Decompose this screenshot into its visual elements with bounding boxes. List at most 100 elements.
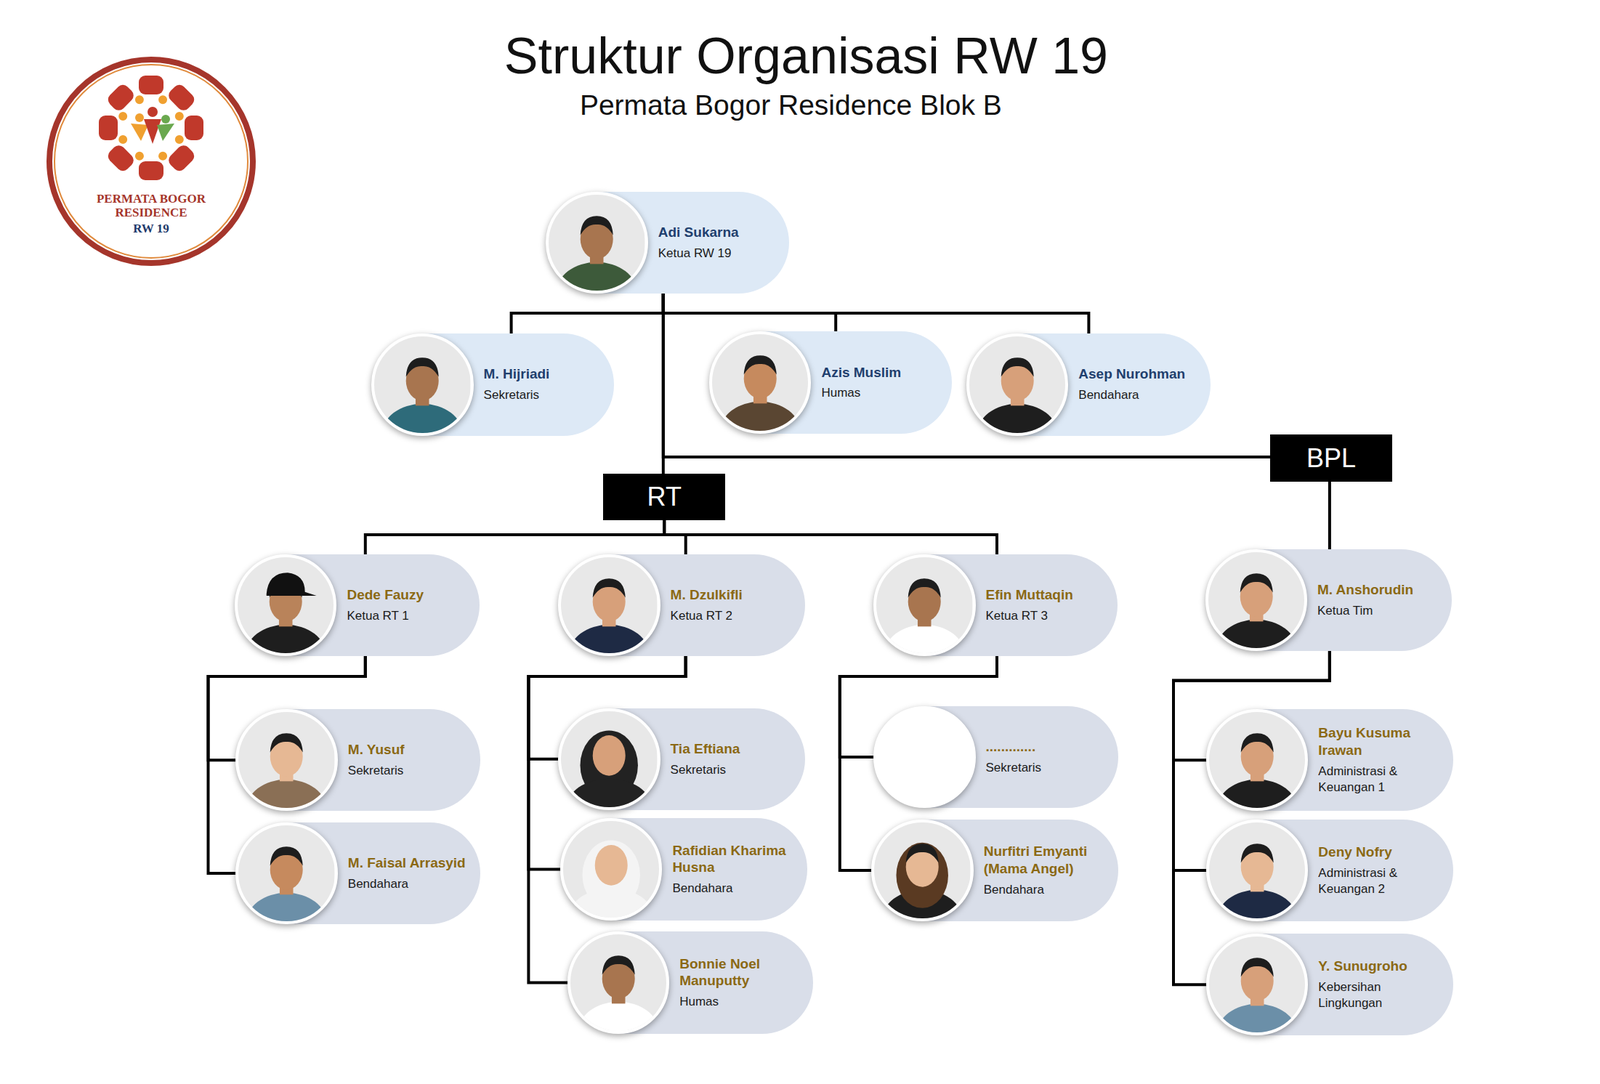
person-card: Asep NurohmanBendahara <box>966 333 1211 436</box>
person-role: Bendahara <box>672 880 793 897</box>
photo-avatar <box>234 554 337 657</box>
connector-line <box>663 293 1271 458</box>
person-role: Sekretaris <box>670 762 791 779</box>
person-card: Efin MuttaqinKetua RT 3 <box>873 554 1118 657</box>
photo-avatar <box>966 333 1069 436</box>
person-name: Tia Eftiana <box>670 740 791 758</box>
card-text: Efin MuttaqinKetua RT 3 <box>986 554 1103 657</box>
person-name: Bonnie Noel Manuputty <box>679 955 799 991</box>
person-card: Bonnie Noel ManuputtyHumas <box>567 931 814 1034</box>
person-card: M. HijriadiSekretaris <box>371 333 614 436</box>
person-role: Administrasi & Keuangan 1 <box>1318 763 1438 796</box>
photo-avatar <box>871 819 973 922</box>
connector-line <box>511 293 664 334</box>
person-name: Deny Nofry <box>1318 843 1438 862</box>
card-text: Y. SunugrohoKebersihan Lingkungan <box>1318 933 1438 1036</box>
photo-avatar <box>235 822 338 925</box>
person-card: Tia EftianaSekretaris <box>558 708 806 811</box>
group-label: BPL <box>1306 445 1356 472</box>
person-name: M. Anshorudin <box>1317 581 1438 599</box>
person-role: Ketua RT 3 <box>986 608 1103 625</box>
person-card: M. YusufSekretaris <box>235 709 481 811</box>
card-text: M. AnshorudinKetua Tim <box>1317 549 1438 652</box>
logo-text: PERMATA BOGOR RESIDENCE <box>87 191 216 220</box>
card-text: Dede FauzyKetua RT 1 <box>346 554 466 657</box>
photo-avatar <box>558 708 660 811</box>
photo-avatar <box>560 818 662 920</box>
connector-line <box>664 520 997 554</box>
person-name: Azis Muslim <box>821 364 938 382</box>
person-role: Humas <box>821 385 938 402</box>
card-text: Bayu Kusuma IrawanAdministrasi & Keuanga… <box>1318 709 1438 811</box>
card-text: Deny NofryAdministrasi & Keuangan 2 <box>1318 819 1438 922</box>
card-text: ............. Sekretaris <box>986 706 1105 808</box>
photo-avatar <box>1206 819 1308 922</box>
person-role: Bendahara <box>1078 387 1196 404</box>
connector-line <box>365 520 665 554</box>
logo-text: RW 19 <box>101 221 201 236</box>
person-role: Bendahara <box>348 876 467 893</box>
person-name: Rafidian Kharima Husna <box>672 842 793 878</box>
person-name: Bayu Kusuma Irawan <box>1318 724 1438 760</box>
person-card: M. DzulkifliKetua RT 2 <box>558 554 806 657</box>
connector-line <box>663 293 1090 334</box>
person-role: Bendahara <box>983 882 1104 899</box>
person-card: Nurfitri Emyanti (Mama Angel) Bendahara <box>871 819 1119 922</box>
person-name: M. Yusuf <box>348 741 467 759</box>
person-role: Ketua Tim <box>1317 603 1438 620</box>
person-name: ............. <box>986 738 1105 756</box>
person-name: M. Hijriadi <box>483 365 601 383</box>
photo-avatar <box>1206 933 1308 1036</box>
person-role: Sekretaris <box>483 387 601 404</box>
group-box: RT <box>603 473 726 521</box>
person-name: Y. Sunugroho <box>1318 957 1438 976</box>
person-name: Adi Sukarna <box>658 223 775 242</box>
person-name: Dede Fauzy <box>346 586 466 604</box>
photo-avatar <box>567 931 670 1034</box>
photo-avatar <box>235 709 338 811</box>
person-card: Deny NofryAdministrasi & Keuangan 2 <box>1206 819 1454 922</box>
person-role: Ketua RT 2 <box>670 608 791 625</box>
group-box: BPL <box>1270 434 1392 482</box>
photo-avatar <box>371 333 474 436</box>
person-name: M. Dzulkifli <box>670 586 791 604</box>
person-card: Dede FauzyKetua RT 1 <box>234 554 480 657</box>
person-card: Rafidian Kharima HusnaBendahara <box>560 818 808 920</box>
connector-line <box>664 520 686 554</box>
person-card: M. AnshorudinKetua Tim <box>1205 549 1453 652</box>
person-card: Bayu Kusuma IrawanAdministrasi & Keuanga… <box>1206 709 1454 811</box>
card-text: Bonnie Noel ManuputtyHumas <box>679 931 799 1034</box>
card-text: Nurfitri Emyanti (Mama Angel) Bendahara <box>983 819 1104 922</box>
card-text: M. YusufSekretaris <box>348 709 467 811</box>
person-name: Nurfitri Emyanti (Mama Angel) <box>983 842 1104 878</box>
person-role: Sekretaris <box>348 762 467 779</box>
connector-line <box>1328 481 1332 550</box>
card-text: Asep NurohmanBendahara <box>1078 333 1196 436</box>
person-name: Efin Muttaqin <box>986 586 1103 604</box>
photo-avatar <box>873 706 976 808</box>
person-role: Sekretaris <box>986 760 1105 777</box>
person-name: M. Faisal Arrasyid <box>348 854 467 872</box>
person-card: Azis MuslimHumas <box>709 331 952 434</box>
photo-avatar <box>558 554 660 657</box>
person-card: Y. SunugrohoKebersihan Lingkungan <box>1206 933 1454 1036</box>
photo-avatar <box>1205 549 1308 652</box>
person-card: M. Faisal ArrasyidBendahara <box>235 822 481 925</box>
group-label: RT <box>647 483 682 511</box>
photo-avatar <box>545 191 648 294</box>
subtitle: Permata Bogor Residence Blok B <box>427 87 1154 123</box>
photo-avatar <box>873 554 976 657</box>
card-text: Azis MuslimHumas <box>821 331 938 434</box>
card-text: M. HijriadiSekretaris <box>483 333 601 436</box>
person-name: Asep Nurohman <box>1078 365 1196 383</box>
person-role: Kebersihan Lingkungan <box>1318 979 1438 1012</box>
person-role: Administrasi & Keuangan 2 <box>1318 865 1438 898</box>
person-role: Humas <box>679 994 799 1010</box>
card-text: M. DzulkifliKetua RT 2 <box>670 554 791 657</box>
person-role: Ketua RT 1 <box>346 608 466 625</box>
photo-avatar <box>709 331 811 434</box>
person-card: Adi SukarnaKetua RW 19 <box>545 191 789 294</box>
card-text: Adi SukarnaKetua RW 19 <box>658 191 775 294</box>
person-role: Ketua RW 19 <box>658 245 775 262</box>
